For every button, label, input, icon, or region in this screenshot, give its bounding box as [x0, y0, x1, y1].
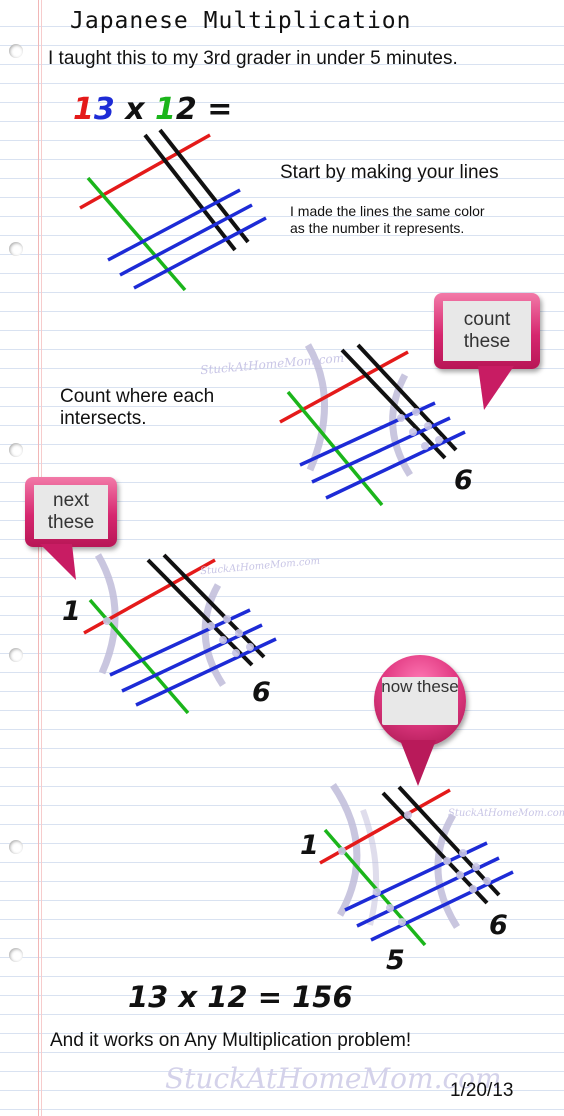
blue-line [325, 430, 466, 500]
callout-count-these: count these [434, 293, 540, 369]
digit-tens-first: 1 [73, 92, 94, 127]
callout-tail [478, 366, 514, 410]
count-hundreds-step3: 1 [62, 596, 81, 627]
intersection-dot [207, 622, 215, 630]
watermark: StuckAtHomeMom.com [448, 808, 564, 819]
closing-text: And it works on Any Multiplication probl… [50, 1030, 412, 1051]
intersection-dot [424, 422, 432, 430]
black-line [143, 133, 237, 252]
right-arc-highlight [434, 813, 460, 929]
intersection-dot [443, 857, 451, 865]
intersection-dot [421, 442, 429, 450]
date-text: 1/20/13 [450, 1080, 514, 1101]
right-arc-highlight [389, 373, 413, 477]
intersection-dot [472, 863, 480, 871]
callout-label: count these [443, 301, 531, 361]
page-title: Japanese Multiplication [70, 8, 412, 34]
intersection-dot [459, 849, 467, 857]
intersection-dot [246, 643, 254, 651]
binder-hole [9, 648, 23, 662]
intersection-dot [483, 877, 491, 885]
watermark-large: StuckAtHomeMom.com [165, 1062, 502, 1095]
binder-hole [9, 44, 23, 58]
black-line [158, 128, 250, 244]
green-line [86, 176, 187, 292]
intersection-dot [232, 649, 240, 657]
black-line [146, 558, 254, 667]
black-line [397, 785, 501, 897]
pin-tail [400, 740, 436, 786]
count-instruction-text: Count where each intersects. [60, 386, 215, 429]
intersection-dot [435, 436, 443, 444]
step-start-text: Start by making your lines [280, 162, 499, 183]
intersection-dot [409, 428, 417, 436]
blue-line [119, 203, 253, 277]
digit-tens-second: 1 [155, 92, 176, 127]
callout-next-these: next these [25, 477, 117, 547]
color-note-text: I made the lines the same color as the n… [290, 203, 485, 236]
binder-hole [9, 840, 23, 854]
margin-line-inner [41, 0, 42, 1116]
binder-hole [9, 443, 23, 457]
intersection-dot [235, 629, 243, 637]
equals-sign: = [207, 92, 233, 127]
black-line [356, 343, 458, 452]
line-diagram-3 [83, 553, 277, 715]
black-line [381, 791, 489, 905]
left-arc-highlight [330, 783, 361, 917]
intersection-dot [412, 408, 420, 416]
black-line [340, 348, 447, 460]
problem-equation: 13 x 12 = [73, 92, 232, 127]
count-tens-step4: 5 [386, 945, 405, 976]
intersection-dot [103, 617, 111, 625]
intersection-dot [456, 871, 464, 879]
margin-line [38, 0, 39, 1116]
callout-label: now these [381, 677, 459, 696]
binder-hole [9, 948, 23, 962]
intersection-dot [373, 888, 381, 896]
callout-tail [40, 544, 76, 580]
intersection-dot [223, 615, 231, 623]
digit-ones-second: 2 [175, 92, 197, 127]
pin-label-plate [382, 677, 458, 725]
intersection-dot [397, 414, 405, 422]
blue-line [107, 188, 241, 262]
intersection-dot [386, 904, 394, 912]
line-diagram-2 [279, 343, 466, 507]
left-arc-highlight [94, 553, 119, 675]
black-line [162, 553, 266, 659]
callout-label: next these [34, 485, 108, 539]
line-diagram-4 [319, 783, 514, 947]
count-ones-step2: 6 [454, 465, 473, 496]
intersection-dot [469, 885, 477, 893]
callout-now-these: now these [374, 655, 466, 747]
intersection-dot [404, 811, 412, 819]
count-ones-step3: 6 [252, 677, 271, 708]
binder-hole [9, 242, 23, 256]
intro-text: I taught this to my 3rd grader in under … [48, 48, 458, 69]
blue-line [133, 216, 267, 290]
middle-arc-highlight [360, 808, 380, 926]
digit-ones-first: 3 [93, 92, 115, 127]
answer-equation: 13 x 12 = 156 [128, 980, 353, 1014]
right-arc-highlight [201, 583, 226, 687]
intersection-dot [398, 918, 406, 926]
blue-line [135, 637, 277, 707]
left-arc-highlight [304, 343, 328, 472]
times-sign: x [125, 92, 145, 127]
count-hundreds-step4: 1 [300, 830, 319, 861]
count-ones-step4: 6 [489, 910, 508, 941]
line-diagram-1 [79, 128, 267, 292]
intersection-dot [219, 636, 227, 644]
intersection-dot [338, 847, 346, 855]
